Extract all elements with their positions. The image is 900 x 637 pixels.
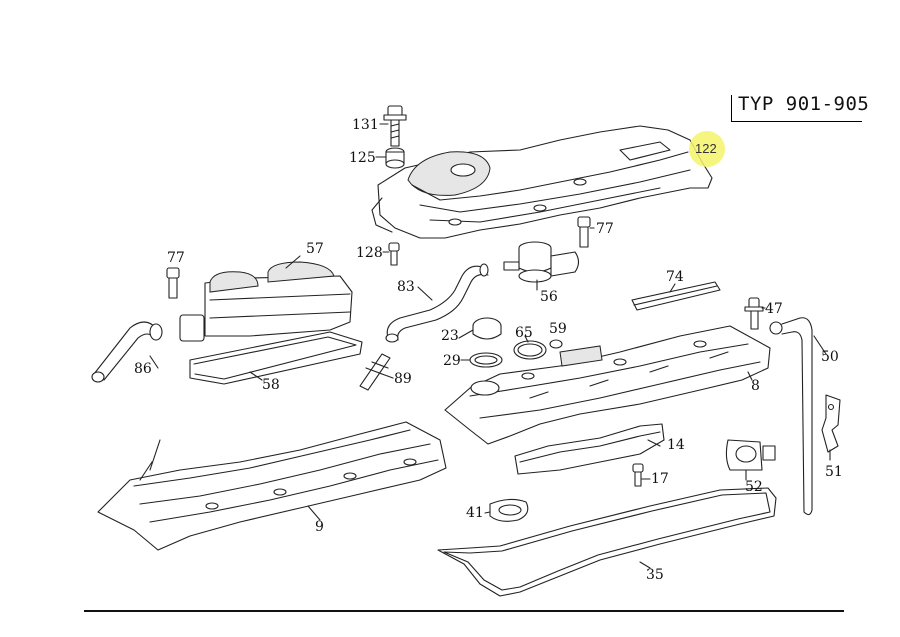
part-label-77-left: 77	[167, 250, 185, 266]
grommet-125	[385, 147, 405, 169]
part-label-122[interactable]: 122	[695, 141, 717, 156]
hose-83	[385, 263, 489, 343]
baffle-14	[514, 423, 665, 475]
separator-57	[179, 261, 353, 342]
part-label-83: 83	[397, 279, 415, 295]
part-label-50: 50	[821, 349, 839, 365]
gasket-58	[189, 331, 363, 385]
clip-52	[725, 439, 776, 471]
part-label-89: 89	[394, 371, 412, 387]
part-label-56: 56	[540, 289, 558, 305]
ring-29	[469, 352, 503, 368]
cover-8	[444, 325, 771, 445]
part-label-77-upper: 77	[596, 221, 614, 237]
part-label-59: 59	[549, 321, 567, 337]
part-label-131: 131	[352, 117, 379, 133]
bolt-77-upper	[577, 216, 591, 248]
part-label-57: 57	[306, 241, 324, 257]
pipe-86	[91, 321, 163, 383]
part-label-8: 8	[751, 378, 760, 394]
part-label-47: 47	[765, 301, 783, 317]
engine-cover-part	[371, 125, 713, 239]
part-label-86: 86	[134, 361, 152, 377]
type-label-box	[731, 95, 862, 122]
cover-9	[97, 421, 447, 551]
part-label-35: 35	[646, 567, 664, 583]
highlight-marker[interactable]	[689, 131, 725, 167]
valve-56	[503, 241, 580, 283]
rod-74	[631, 281, 721, 311]
bolt-17	[632, 463, 644, 487]
part-label-17: 17	[651, 471, 669, 487]
leader-lines	[149, 123, 831, 569]
cap-23	[472, 317, 502, 340]
part-label-128: 128	[356, 245, 383, 261]
connector-89	[359, 353, 391, 391]
bolt-77-left	[166, 267, 180, 299]
part-label-9: 9	[315, 519, 324, 535]
part-label-65: 65	[515, 325, 533, 341]
part-label-51: 51	[825, 464, 843, 480]
part-label-58: 58	[262, 377, 280, 393]
part-label-23: 23	[441, 328, 459, 344]
gasket-35	[437, 487, 777, 597]
part-label-29: 29	[443, 353, 461, 369]
part-label-52: 52	[745, 479, 763, 495]
gasket-41	[489, 498, 529, 522]
part-label-14: 14	[667, 437, 685, 453]
bolt-131	[383, 105, 407, 147]
ring-59	[549, 339, 563, 349]
part-label-74: 74	[666, 269, 684, 285]
bracket-51	[821, 394, 841, 453]
bolt-128	[388, 242, 400, 266]
bottom-rule	[84, 610, 844, 612]
ring-65	[513, 340, 547, 360]
type-label: TYP 901-905	[738, 93, 870, 115]
tube-50	[769, 317, 813, 516]
bolt-47	[744, 297, 764, 330]
part-label-41: 41	[466, 505, 484, 521]
part-label-125: 125	[349, 150, 376, 166]
